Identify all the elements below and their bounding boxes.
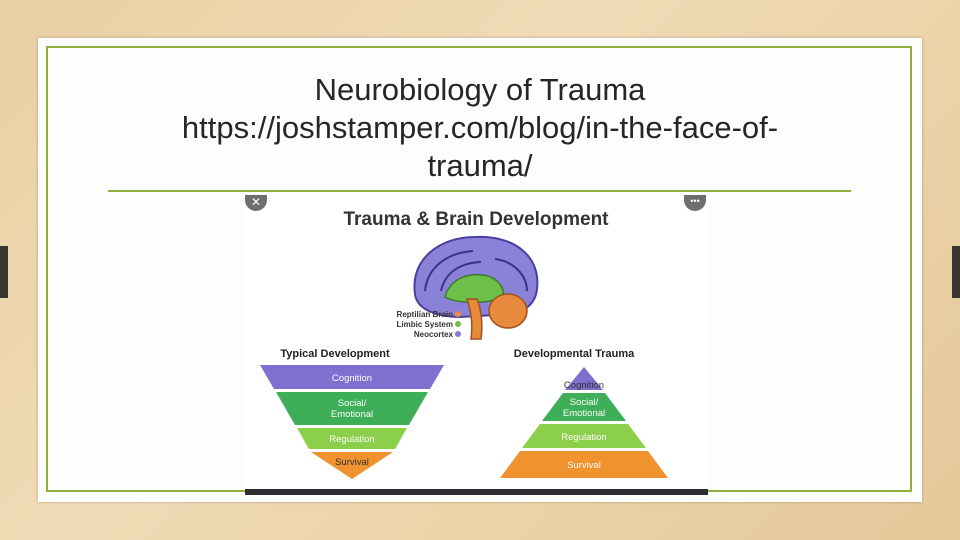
legend-dot-reptilian <box>455 311 461 317</box>
trauma-label-survival: Survival <box>567 460 601 471</box>
legend-label-reptilian: Reptilian Brain <box>397 310 454 319</box>
trauma-level-survival <box>500 451 668 478</box>
typical-pyramid: Cognition Social/ Emotional Regulation S… <box>260 365 444 479</box>
trauma-label-regulation: Regulation <box>561 432 606 443</box>
typical-label-regulation: Regulation <box>329 434 374 445</box>
legend-dot-limbic <box>455 321 461 327</box>
title-line-3: trauma/ <box>427 148 533 183</box>
more-options-icon[interactable]: ••• <box>684 195 706 211</box>
typical-level-regulation <box>297 428 407 449</box>
legend-label-limbic: Limbic System <box>397 320 453 329</box>
figure-heading: Trauma & Brain Development <box>343 209 609 230</box>
trauma-label-cognition: Cognition <box>564 380 604 391</box>
title-line-1: Neurobiology of Trauma <box>314 72 646 107</box>
trauma-heading: Developmental Trauma <box>514 348 635 360</box>
typical-level-survival <box>311 452 393 479</box>
close-icon[interactable]: ✕ <box>245 195 267 211</box>
typical-label-survival: Survival <box>335 457 369 468</box>
typical-label-cognition: Cognition <box>332 373 372 384</box>
typical-level-social <box>276 392 428 425</box>
typical-heading: Typical Development <box>280 348 390 360</box>
trauma-pyramid: Cognition Social/ Emotional Regulation S… <box>500 367 668 478</box>
typical-label-social: Social/ <box>338 398 367 409</box>
cortex-folds <box>424 250 528 292</box>
right-edge-tab <box>952 246 960 298</box>
title-line-2: https://joshstamper.com/blog/in-the-face… <box>181 110 779 145</box>
figure-bottom-bar <box>245 489 708 495</box>
slide: Neurobiology of Trauma https://joshstamp… <box>38 38 922 502</box>
trauma-level-social <box>542 393 626 421</box>
cerebellum-shape <box>488 293 528 329</box>
legend-label-neocortex: Neocortex <box>414 330 454 339</box>
trauma-brain-figure: Trauma & Brain Development Reptilian Bra… <box>245 199 708 495</box>
title-underline <box>108 190 851 192</box>
figure-svg: Trauma & Brain Development Reptilian Bra… <box>260 209 668 479</box>
typical-level-cognition <box>260 365 444 389</box>
slide-title: Neurobiology of Trauma https://joshstamp… <box>98 71 862 185</box>
typical-label-emotional: Emotional <box>331 409 373 420</box>
trauma-level-cognition <box>565 367 603 390</box>
legend-dot-neocortex <box>455 331 461 337</box>
trauma-label-social: Social/ <box>570 397 599 408</box>
brain-legend: Reptilian Brain Limbic System Neocortex <box>397 310 461 339</box>
brainstem-shape <box>465 298 483 340</box>
trauma-level-regulation <box>522 424 646 448</box>
brain-illustration <box>413 235 539 340</box>
left-edge-tab <box>0 246 8 298</box>
trauma-label-emotional: Emotional <box>563 408 605 419</box>
